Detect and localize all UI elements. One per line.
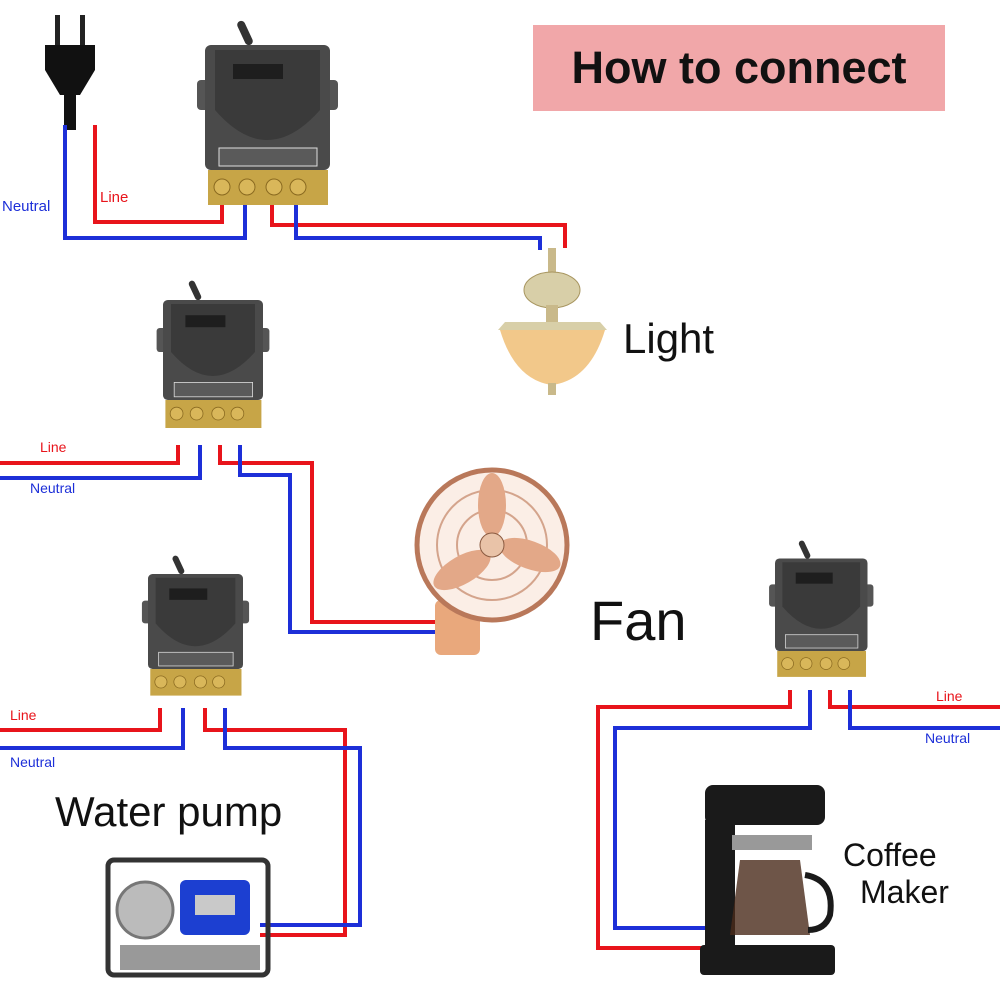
wire-pump-neutral-out	[223, 708, 362, 927]
title-banner: How to connect	[533, 25, 945, 111]
label-neutral-coffee: Neutral	[925, 730, 971, 746]
wire-neutral-coffee	[848, 690, 1000, 730]
wires	[0, 125, 1000, 950]
label-coffee: Coffee	[843, 837, 937, 873]
coffee-maker-icon	[700, 785, 835, 975]
chandelier-icon	[498, 248, 607, 395]
label-maker: Maker	[860, 874, 949, 910]
label-neutral-pump: Neutral	[10, 754, 56, 770]
label-fan: Fan	[590, 589, 687, 652]
wire-light-neutral	[294, 198, 542, 250]
label-light: Light	[623, 315, 715, 362]
page-title: How to connect	[571, 42, 907, 93]
label-neutral-top: Neutral	[2, 198, 51, 215]
wire-neutral-top	[63, 125, 247, 240]
water-pump-icon	[105, 857, 271, 978]
relay-switch-coffee	[768, 539, 874, 678]
wire-line-pump	[0, 708, 162, 732]
wall-fan-icon	[414, 467, 570, 655]
wire-light-line	[270, 198, 567, 248]
label-neutral-fan: Neutral	[30, 480, 76, 496]
power-plug-icon	[45, 15, 95, 130]
wire-neutral-pump	[0, 708, 185, 750]
relay-switch-fan	[156, 279, 270, 429]
wire-fan-line-out	[218, 445, 438, 624]
wire-line-top	[93, 125, 224, 224]
relay-switch-light	[196, 19, 339, 206]
relay-switch-pump	[141, 554, 250, 696]
wire-fan-neutral-out	[238, 445, 438, 634]
label-line-coffee: Line	[936, 688, 963, 704]
wire-neutral-fan	[0, 445, 202, 480]
label-line-top: Line	[100, 189, 129, 206]
wire-line-coffee	[828, 690, 1000, 709]
wire-line-fan	[0, 445, 180, 465]
label-water-pump: Water pump	[55, 788, 283, 835]
wire-pump-line-out	[203, 708, 347, 937]
label-line-fan: Line	[40, 439, 67, 455]
label-line-pump: Line	[10, 707, 37, 723]
wire-coffee-line-out	[596, 690, 792, 950]
wire-coffee-neutral-out	[613, 690, 812, 930]
